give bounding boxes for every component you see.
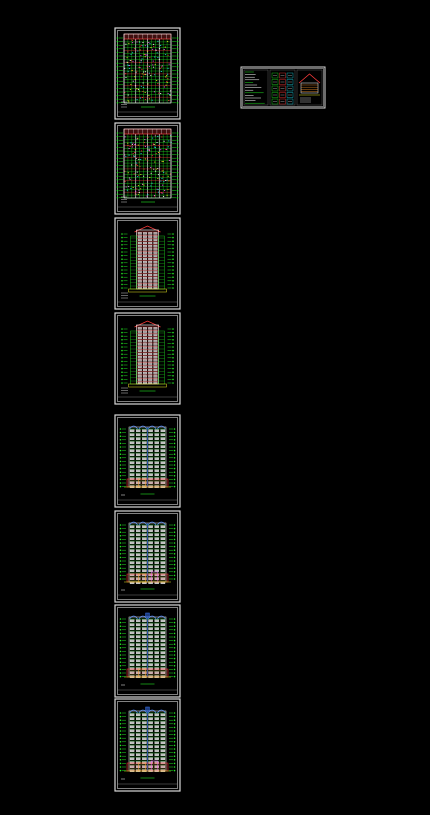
drawing-sheet-8[interactable]	[114, 698, 181, 792]
drawing-sheet-4[interactable]	[114, 312, 181, 405]
drawing-sheet-3[interactable]	[114, 217, 181, 310]
drawing-sheet-2[interactable]	[114, 122, 181, 215]
drawing-sheet-7[interactable]	[114, 604, 181, 698]
detail-panel-grid	[269, 69, 296, 106]
detail-panel-text-table	[243, 69, 269, 106]
detail-sheet[interactable]	[240, 66, 326, 109]
detail-panel-roof	[296, 69, 323, 106]
drawing-sheet-5[interactable]	[114, 414, 181, 508]
drawing-sheet-1[interactable]	[114, 27, 181, 120]
drawing-sheet-6[interactable]	[114, 510, 181, 603]
